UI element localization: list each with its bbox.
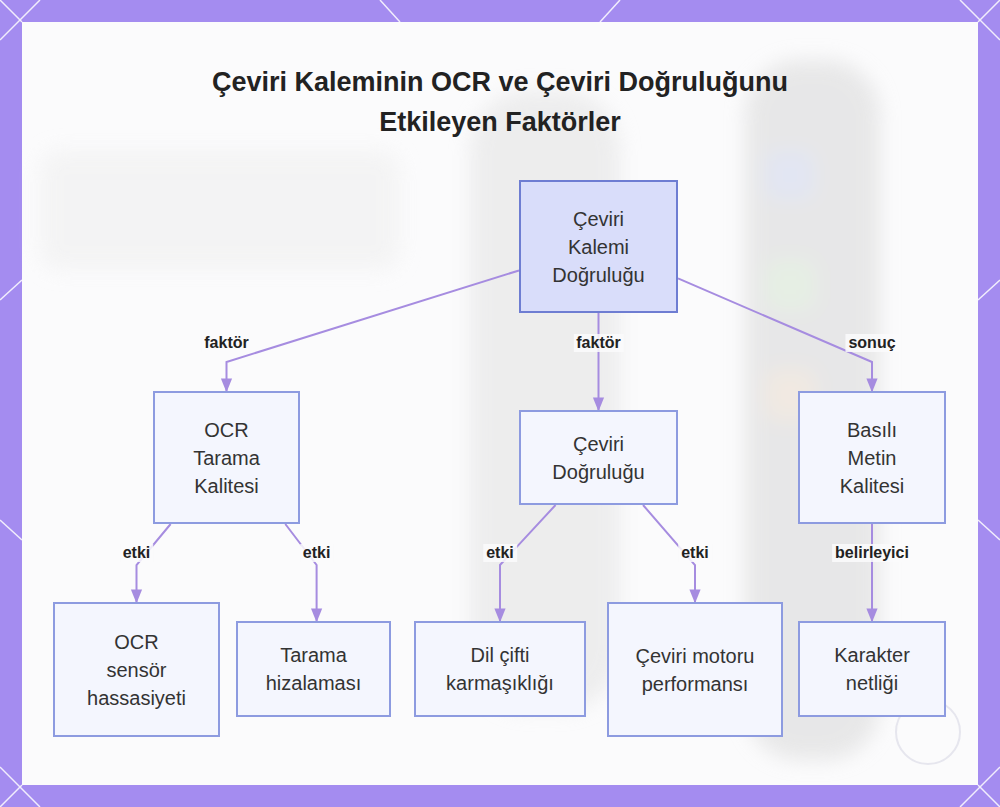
node-label: OCR sensör hassasiyeti	[84, 628, 190, 712]
inner-panel	[22, 22, 978, 785]
edge-label: etki	[120, 544, 154, 562]
node-label: OCR Tarama Kalitesi	[177, 416, 277, 500]
node-label: Basılı Metin Kalitesi	[822, 416, 922, 500]
process-box: OCR Tarama Kalitesi	[153, 391, 300, 524]
connector-arrow	[227, 270, 520, 391]
edge-label: faktör	[573, 334, 623, 352]
edge-label: etki	[300, 544, 334, 562]
edge-label: sonuç	[845, 334, 898, 352]
node-label: Tarama hizalaması	[254, 641, 374, 697]
node-label: Çeviri motoru performansı	[635, 642, 755, 698]
edge-label: belirleyici	[832, 544, 912, 562]
connector-arrow	[871, 524, 873, 621]
process-box: Çeviri motoru performansı	[607, 602, 783, 737]
process-box: Çeviri Kalemi Doğruluğu	[519, 180, 678, 313]
process-box: Çeviri Doğruluğu	[519, 410, 678, 505]
connector-arrow	[598, 313, 600, 410]
edge-label: etki	[483, 544, 517, 562]
blurred-pen-illustration	[40, 60, 880, 760]
connector-arrow	[678, 278, 872, 391]
edge-label: faktör	[201, 334, 251, 352]
node-label: Çeviri Doğruluğu	[543, 430, 655, 486]
edge-label: etki	[678, 544, 712, 562]
node-label: Çeviri Kalemi Doğruluğu	[543, 205, 655, 289]
diagram-title: Çeviri Kaleminin OCR ve Çeviri Doğruluğu…	[150, 62, 850, 142]
process-box: Dil çifti karmaşıklığı	[414, 621, 586, 717]
connector-arrow	[137, 524, 171, 602]
process-box: Basılı Metin Kalitesi	[798, 391, 946, 524]
process-box: Karakter netliği	[798, 621, 946, 717]
process-box: OCR sensör hassasiyeti	[53, 602, 220, 737]
process-box: Tarama hizalaması	[236, 621, 391, 717]
node-label: Karakter netliği	[816, 641, 928, 697]
connector-arrow	[500, 505, 556, 621]
connector-arrow	[285, 524, 316, 621]
node-label: Dil çifti karmaşıklığı	[436, 641, 564, 697]
